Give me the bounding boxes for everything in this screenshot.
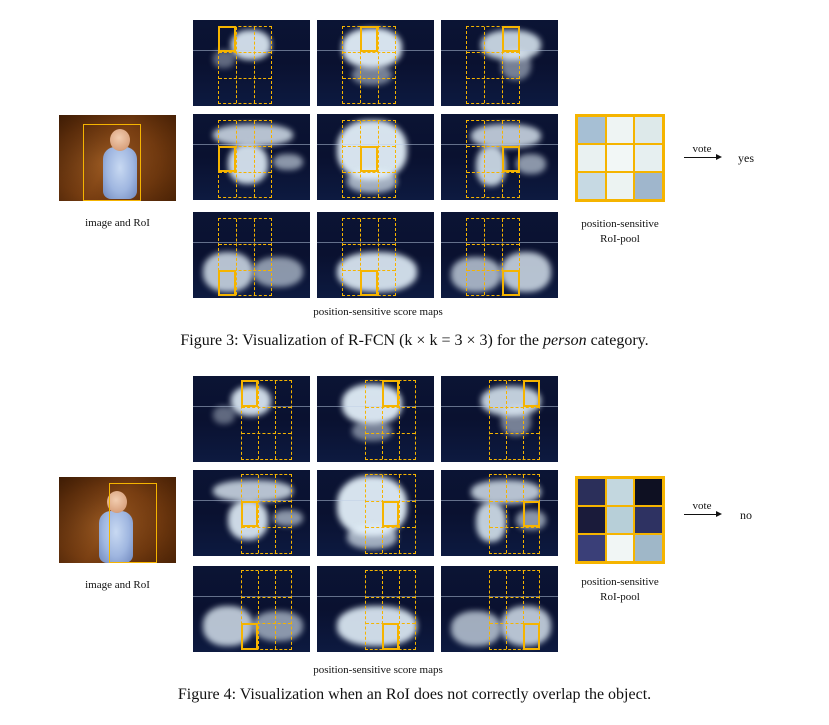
vote-arrow xyxy=(684,154,722,160)
image-and-roi-label: image and RoI xyxy=(85,579,150,591)
score-map xyxy=(193,114,310,200)
score-map xyxy=(317,20,434,106)
score-map xyxy=(193,376,310,462)
vote-label: vote xyxy=(692,500,712,512)
roi-box xyxy=(83,124,141,201)
selected-bin xyxy=(360,26,378,52)
roi-grid xyxy=(241,380,292,460)
score-map xyxy=(193,212,310,298)
selected-bin xyxy=(382,500,399,528)
selected-bin xyxy=(502,270,520,296)
score-map xyxy=(441,114,558,200)
selected-bin xyxy=(241,623,258,650)
selected-bin xyxy=(502,146,520,172)
selected-bin xyxy=(382,380,399,407)
roi-pool-grid xyxy=(575,476,665,564)
pool-cell xyxy=(577,172,606,200)
pool-cell xyxy=(577,116,606,144)
score-map xyxy=(441,470,558,556)
selected-bin xyxy=(360,270,378,296)
score-map xyxy=(193,566,310,652)
score-map xyxy=(441,20,558,106)
score-map xyxy=(317,376,434,462)
roi-grid xyxy=(241,570,292,650)
selected-bin xyxy=(523,380,540,407)
score-map xyxy=(441,566,558,652)
selected-bin xyxy=(218,26,236,52)
result-label: yes xyxy=(738,151,754,165)
selected-bin xyxy=(502,26,520,52)
score-map xyxy=(441,376,558,462)
score-map xyxy=(317,470,434,556)
roi-grid xyxy=(489,380,540,460)
pool-cell xyxy=(577,144,606,172)
selected-bin xyxy=(218,270,236,296)
pool-cell xyxy=(577,478,606,506)
pool-label-line1: position-sensitive xyxy=(581,576,659,588)
roi-grid xyxy=(466,26,520,104)
pool-cell xyxy=(577,506,606,534)
roi-grid xyxy=(218,218,272,296)
pool-cell xyxy=(605,116,635,144)
vote-label: vote xyxy=(692,143,712,155)
pool-cell xyxy=(605,144,635,172)
selected-bin xyxy=(241,380,258,407)
pool-cell xyxy=(634,144,663,172)
pool-label-line1: position-sensitive xyxy=(581,218,659,230)
roi-box xyxy=(109,483,157,563)
pool-cell xyxy=(634,116,663,144)
selected-bin xyxy=(241,500,258,528)
figure-caption: Figure 4: Visualization when an RoI does… xyxy=(177,686,652,703)
pool-cell xyxy=(634,506,663,534)
pool-cell xyxy=(605,478,635,506)
selected-bin xyxy=(360,146,378,172)
pool-cell xyxy=(605,534,635,562)
score-map xyxy=(317,566,434,652)
score-maps-label: position-sensitive score maps xyxy=(313,306,443,318)
score-map xyxy=(441,212,558,298)
roi-grid xyxy=(466,218,520,296)
pool-cell xyxy=(634,534,663,562)
pool-cell xyxy=(605,172,635,200)
image-and-roi-label: image and RoI xyxy=(85,217,150,229)
pool-cell xyxy=(577,534,606,562)
pool-label-line2: RoI-pool xyxy=(600,591,640,603)
baby-photo xyxy=(59,115,176,201)
selected-bin xyxy=(523,623,540,650)
figure-caption: Figure 3: Visualization of R-FCN (k × k … xyxy=(180,332,649,349)
pool-cell xyxy=(634,172,663,200)
roi-grid xyxy=(218,26,272,104)
roi-grid xyxy=(489,570,540,650)
vote-arrow xyxy=(684,511,722,517)
score-map xyxy=(193,470,310,556)
pool-cell xyxy=(634,478,663,506)
score-map xyxy=(317,212,434,298)
pool-cell xyxy=(605,506,635,534)
selected-bin xyxy=(218,146,236,172)
roi-pool-grid xyxy=(575,114,665,202)
score-map xyxy=(193,20,310,106)
score-maps-label: position-sensitive score maps xyxy=(313,664,443,676)
pool-label-line2: RoI-pool xyxy=(600,233,640,245)
selected-bin xyxy=(523,500,540,528)
result-label: no xyxy=(740,508,752,522)
score-map xyxy=(317,114,434,200)
selected-bin xyxy=(382,623,399,650)
baby-photo xyxy=(59,477,176,563)
